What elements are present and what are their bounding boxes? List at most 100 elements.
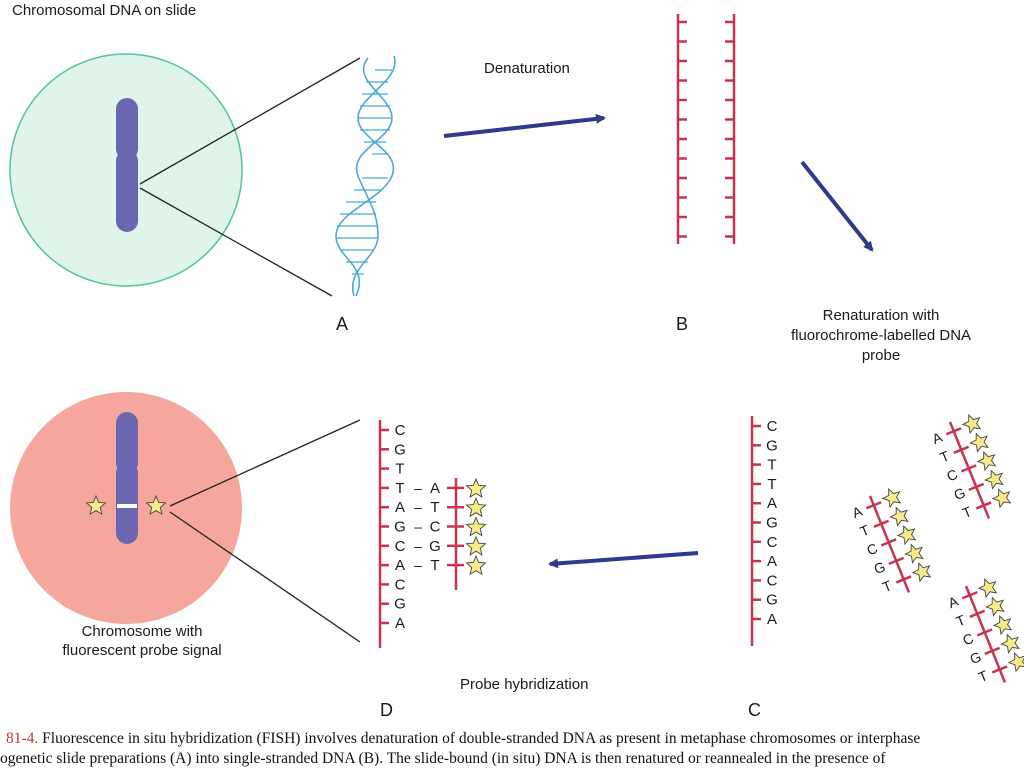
probe-star-icon (1007, 652, 1024, 673)
diagram-title: Chromosomal DNA on slide (12, 2, 197, 19)
chromosome-d (116, 412, 138, 544)
target-base-c: G (766, 437, 778, 454)
probe-base-c: A (946, 593, 961, 612)
probe-star-icon (991, 488, 1012, 509)
step-hybridization: Probe hybridization (460, 676, 589, 693)
target-base-d: C (395, 538, 406, 555)
pairing-dash: – (414, 538, 422, 554)
chromosome-a (116, 98, 138, 232)
panel-label-d: D (380, 700, 393, 720)
target-base-c: G (766, 515, 778, 532)
probe-star-icon (465, 477, 487, 498)
panel-label-c: C (748, 700, 761, 720)
probe-base-c: G (967, 648, 983, 667)
arrow-renaturation (800, 160, 874, 252)
target-base-c: A (767, 553, 777, 570)
figure-number: 81-4. (6, 730, 39, 747)
pairing-dash: – (414, 519, 422, 535)
probe-star-icon (1000, 633, 1020, 654)
probe-star-icon (984, 469, 1004, 490)
target-base-d: G (394, 441, 406, 458)
target-base-c: A (767, 611, 777, 628)
probe-star-icon (977, 577, 998, 599)
panel-a (9, 53, 396, 297)
target-base-c: C (767, 418, 778, 435)
probe-base-d: A (430, 480, 440, 497)
probe-star-icon (465, 516, 487, 537)
probe-base-c: A (930, 429, 945, 448)
target-base-d: G (394, 596, 406, 613)
target-base-d: G (394, 519, 406, 536)
panel-d (10, 392, 361, 643)
zoom-line-top (139, 57, 361, 185)
probe-star-icon (889, 506, 909, 527)
probe-base-d: T (430, 499, 439, 516)
probe-base-c: G (871, 558, 887, 577)
target-base-d: C (395, 576, 406, 593)
probe-base-c: T (960, 503, 974, 521)
target-base-c: C (767, 534, 778, 551)
step-denaturation: Denaturation (484, 60, 570, 77)
probe-base-c: A (850, 503, 865, 522)
probe-base-c: C (960, 630, 975, 649)
target-base-d: T (395, 461, 404, 478)
target-base-c: T (767, 457, 776, 474)
probe-base-d: G (429, 538, 441, 555)
signal-star-icon (145, 494, 167, 516)
probe-star-icon (465, 497, 487, 518)
target-base-c: A (767, 495, 777, 512)
target-base-d: C (395, 422, 406, 439)
caption-text-1: Fluorescence in situ hybridization (FISH… (42, 730, 921, 747)
probe-base-c: C (944, 466, 959, 485)
figure-caption-line2: ogenetic slide preparations (A) into sin… (0, 750, 886, 767)
target-base-d: A (395, 499, 405, 516)
zoom-line-bottom (139, 187, 333, 297)
probe-star-icon (881, 487, 902, 509)
probe-star-icon (904, 543, 924, 564)
chromosome-signal-label: Chromosome with fluorescent probe signal (62, 623, 222, 659)
probe-base-d: C (430, 519, 441, 536)
single-strands-b (676, 14, 736, 244)
target-base-d: A (395, 615, 405, 632)
target-base-c: C (767, 572, 778, 589)
probe-base-c: T (938, 447, 952, 465)
probe-base-c: T (954, 611, 968, 629)
target-base-d: A (395, 557, 405, 574)
probe-base-d: T (430, 557, 439, 574)
probe-star-icon (969, 432, 989, 453)
step-renaturation: Renaturation with fluorochrome-labelled … (790, 307, 972, 364)
figure-caption-line1: 81-4. Fluorescence in situ hybridization… (6, 730, 920, 748)
probe-star-icon (961, 413, 982, 435)
signal-star-icon (85, 494, 107, 516)
zoom-line-bottom-d (169, 511, 361, 643)
probe-star-icon (465, 554, 487, 576)
probe-base-c: C (864, 540, 879, 559)
target-base-c: T (767, 476, 776, 493)
probe-base-c: T (858, 521, 872, 539)
probe-star-icon (976, 450, 997, 472)
probe-star-icon (985, 596, 1005, 617)
target-base-d: T (395, 480, 404, 497)
probe-base-c: T (880, 577, 894, 595)
probe-base-c: G (951, 484, 967, 503)
panel-label-a: A (336, 314, 349, 334)
probe-star-icon (992, 614, 1013, 636)
probe-base-c: T (976, 667, 990, 685)
probe-star-icon (465, 535, 487, 556)
arrow-denaturation (443, 113, 606, 138)
pairing-dash: – (414, 499, 422, 515)
target-base-c: G (766, 592, 778, 609)
zoom-line-top-d (169, 419, 361, 507)
probe-star-icon (896, 524, 917, 546)
pairing-dash: – (414, 557, 422, 573)
panel-label-b: B (676, 314, 689, 334)
pairing-dash: – (414, 480, 422, 496)
probe-star-icon (911, 562, 932, 583)
arrow-hybridization (548, 551, 699, 569)
probe-signal-band (117, 504, 137, 508)
dna-double-helix (335, 55, 396, 297)
